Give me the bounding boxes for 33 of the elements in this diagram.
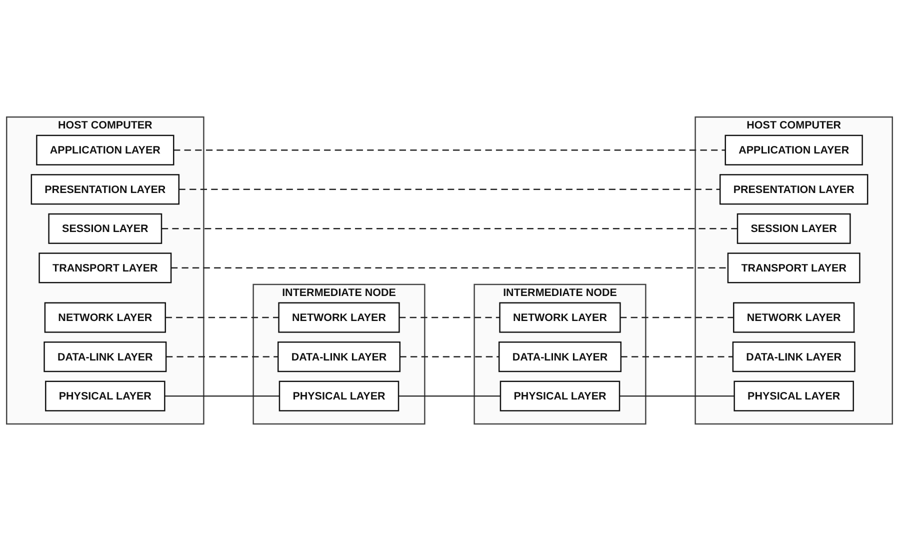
node-box: PHYSICAL LAYER bbox=[500, 380, 620, 412]
connector bbox=[162, 228, 738, 230]
node-box: DATA-LINK LAYER bbox=[44, 342, 167, 372]
connector bbox=[620, 316, 734, 318]
node-box: DATA-LINK LAYER bbox=[732, 342, 856, 372]
node-box: NETWORK LAYER bbox=[44, 302, 166, 333]
connector bbox=[399, 316, 500, 318]
node-box: SESSION LAYER bbox=[736, 213, 851, 244]
node-box: DATA-LINK LAYER bbox=[277, 342, 401, 372]
node-box: TRANSPORT LAYER bbox=[38, 252, 172, 284]
connector bbox=[165, 316, 279, 318]
node-box: TRANSPORT LAYER bbox=[727, 252, 860, 284]
connector bbox=[171, 267, 728, 269]
connector bbox=[178, 188, 720, 190]
node-box: PHYSICAL LAYER bbox=[45, 380, 166, 412]
connector bbox=[166, 356, 278, 358]
node-box: PHYSICAL LAYER bbox=[278, 380, 400, 412]
node-box: PRESENTATION LAYER bbox=[719, 174, 868, 205]
connector bbox=[398, 395, 500, 397]
node-box: SESSION LAYER bbox=[48, 213, 162, 244]
node-box: NETWORK LAYER bbox=[499, 302, 621, 333]
node-box: APPLICATION LAYER bbox=[36, 134, 174, 166]
node-box: PHYSICAL LAYER bbox=[734, 380, 854, 412]
node-box: DATA-LINK LAYER bbox=[498, 342, 622, 372]
connector bbox=[164, 395, 280, 397]
node-box: APPLICATION LAYER bbox=[724, 134, 863, 166]
connector bbox=[620, 356, 733, 358]
connector bbox=[620, 395, 734, 397]
node-box: NETWORK LAYER bbox=[733, 302, 855, 333]
connector bbox=[400, 356, 500, 358]
node-box: NETWORK LAYER bbox=[278, 302, 400, 333]
node-box: PRESENTATION LAYER bbox=[30, 174, 180, 205]
connector bbox=[174, 149, 726, 151]
